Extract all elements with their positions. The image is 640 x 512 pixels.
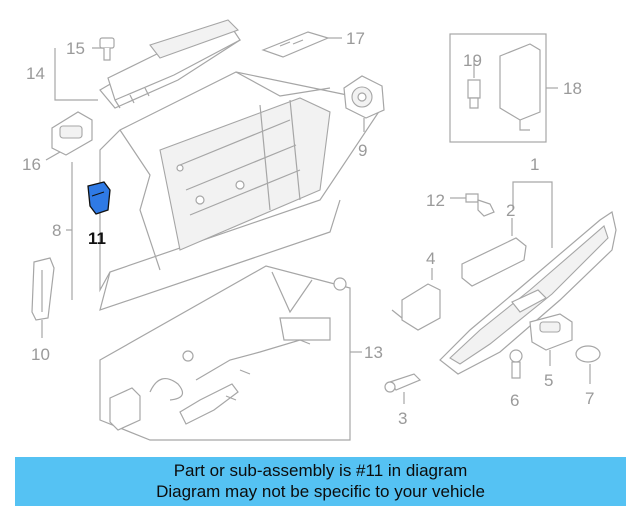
part-8-leader	[66, 162, 73, 300]
banner-line-2: Diagram may not be specific to your vehi…	[156, 482, 485, 501]
callout-8: 8	[52, 221, 61, 240]
callout-6: 6	[510, 391, 519, 410]
callout-15: 15	[66, 39, 85, 58]
part-9-damper	[343, 75, 385, 132]
part-4-hinge	[391, 268, 441, 331]
callout-4: 4	[426, 249, 435, 268]
glove-box-housing	[99, 71, 381, 311]
callout-2: 2	[506, 201, 515, 220]
part-3-pin	[384, 373, 422, 404]
part-6-screw	[509, 349, 523, 379]
part-2-handle	[461, 218, 527, 287]
part-16-latch	[45, 111, 93, 161]
callout-18: 18	[563, 79, 582, 98]
callout-14: 14	[26, 64, 45, 83]
callout-9: 9	[358, 141, 367, 160]
callout-19: 19	[463, 51, 482, 70]
callout-12: 12	[426, 191, 445, 210]
part-11-highlight	[87, 181, 111, 215]
callout-16: 16	[22, 155, 41, 174]
callout-1: 1	[530, 155, 539, 174]
callout-11: 11	[88, 229, 106, 248]
callout-3: 3	[398, 409, 407, 428]
part-7-plug	[575, 345, 601, 384]
banner-line-1: Part or sub-assembly is #11 in diagram	[173, 461, 468, 480]
callout-10: 10	[31, 345, 50, 364]
part-15-bolt	[92, 37, 115, 61]
part-14-bracket	[54, 19, 241, 109]
part-19-18-bracket	[449, 33, 558, 143]
part-12-screw	[450, 193, 495, 217]
parts-diagram: 15 17 14 19 18 16 9 1 12 2 11 8 4 13 10 …	[22, 19, 617, 441]
part-13-kit	[99, 265, 362, 441]
part-1-glove-door	[439, 181, 617, 375]
callout-5: 5	[544, 371, 553, 390]
callout-17: 17	[346, 29, 365, 48]
part-10-strap	[31, 257, 55, 338]
part-5-lock	[529, 313, 573, 366]
part-17-clip	[261, 31, 342, 58]
callout-labels: 15 17 14 19 18 16 9 1 12 2 11 8 4 13 10 …	[22, 29, 594, 428]
info-banner: Part or sub-assembly is #11 in diagram D…	[15, 457, 626, 506]
callout-13: 13	[364, 343, 383, 362]
callout-7: 7	[585, 389, 594, 408]
